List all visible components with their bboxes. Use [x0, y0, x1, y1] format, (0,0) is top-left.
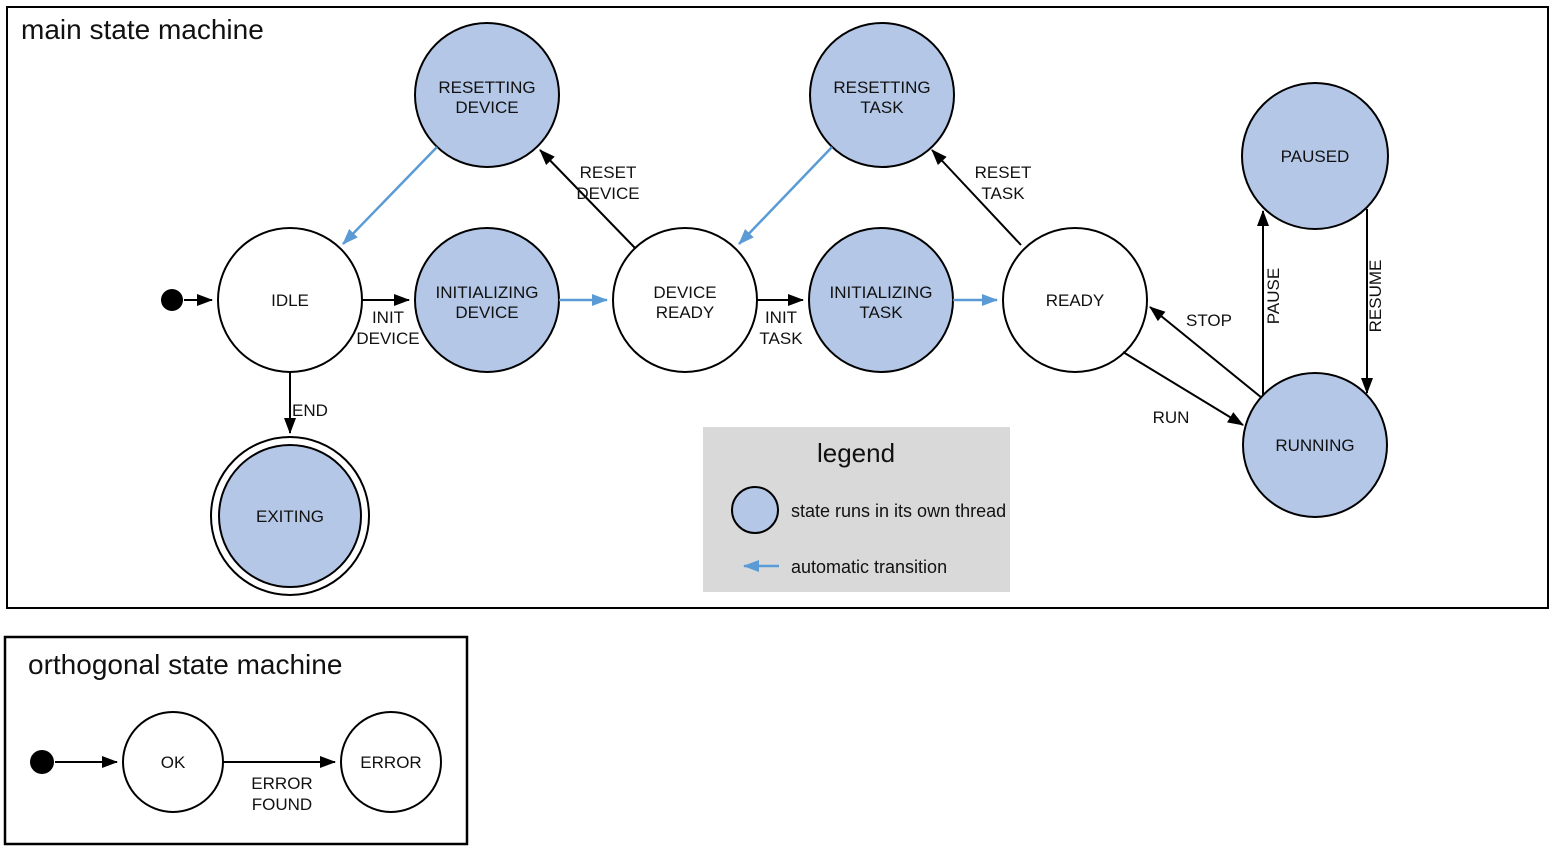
- transition-error-found-label-line2: FOUND: [252, 795, 312, 814]
- transition-run-arrow: [1122, 351, 1244, 426]
- auto-transition-resetting-task-to-device-ready-arrow: [738, 146, 833, 245]
- transition-init-task-label-line1: INIT: [765, 308, 797, 327]
- transition-reset-task-arrow: [931, 149, 1022, 246]
- main-state-machine-panel: main state machine IDLE INIT DEVICE INIT…: [6, 6, 1549, 609]
- state-error-label: ERROR: [360, 753, 421, 772]
- legend-threaded-state-label: state runs in its own thread: [791, 501, 1006, 521]
- transition-init-device-label-line1: INIT: [372, 308, 404, 327]
- initial-state-dot: [161, 289, 183, 311]
- legend-threaded-state-icon: [731, 486, 779, 534]
- orthogonal-panel-title: orthogonal state machine: [28, 649, 342, 680]
- state-device-ready-label-line2: READY: [656, 303, 715, 322]
- legend-automatic-transition-label: automatic transition: [791, 557, 947, 577]
- state-idle-label: IDLE: [271, 291, 309, 310]
- state-initializing-task-label-line2: TASK: [859, 303, 903, 322]
- state-initializing-task-label-line1: INITIALIZING: [830, 283, 933, 302]
- transition-init-task-label-line2: TASK: [759, 329, 803, 348]
- state-initializing-device-label-line1: INITIALIZING: [436, 283, 539, 302]
- state-resetting-task: [809, 22, 955, 168]
- transition-run-label: RUN: [1153, 408, 1190, 427]
- transition-resume-label: RESUME: [1366, 260, 1385, 333]
- transition-reset-task-label-line2: TASK: [981, 184, 1025, 203]
- state-ready: [1002, 227, 1148, 373]
- main-panel-title: main state machine: [21, 14, 264, 45]
- auto-transition-resetting-device-to-idle-arrow: [342, 146, 438, 245]
- state-running: [1242, 372, 1388, 518]
- state-running-label: RUNNING: [1275, 436, 1354, 455]
- transition-pause-label: PAUSE: [1264, 268, 1283, 324]
- state-initializing-device-label-line2: DEVICE: [455, 303, 518, 322]
- state-resetting-device: [414, 22, 560, 168]
- state-paused: [1241, 82, 1389, 230]
- orthogonal-initial-state-dot: [30, 750, 54, 774]
- state-ready-label: READY: [1046, 291, 1105, 310]
- transition-reset-device-label-line2: DEVICE: [576, 184, 639, 203]
- legend-title: legend: [817, 438, 895, 468]
- state-resetting-task-label-line1: RESETTING: [833, 78, 930, 97]
- state-paused-label: PAUSED: [1281, 147, 1350, 166]
- orthogonal-state-machine-panel: orthogonal state machine OK ERROR FOUND …: [3, 635, 469, 846]
- transition-init-device-label-line2: DEVICE: [356, 329, 419, 348]
- state-exiting: [218, 444, 362, 588]
- state-ok-label: OK: [161, 753, 186, 772]
- legend: legend state runs in its own thread auto…: [703, 427, 1010, 592]
- state-resetting-device-label-line1: RESETTING: [438, 78, 535, 97]
- transition-stop-arrow: [1149, 306, 1263, 399]
- transition-reset-device-arrow: [539, 149, 636, 249]
- transition-error-found-label-line1: ERROR: [251, 774, 312, 793]
- state-device-ready-label-line1: DEVICE: [653, 283, 716, 302]
- state-resetting-device-label-line2: DEVICE: [455, 98, 518, 117]
- transition-stop-label: STOP: [1186, 311, 1232, 330]
- transition-reset-device-label-line1: RESET: [580, 163, 637, 182]
- transition-end-label: END: [292, 401, 328, 420]
- transition-reset-task-label-line1: RESET: [975, 163, 1032, 182]
- state-exiting-label: EXITING: [256, 507, 324, 526]
- state-resetting-task-label-line2: TASK: [860, 98, 904, 117]
- state-error: [340, 711, 442, 813]
